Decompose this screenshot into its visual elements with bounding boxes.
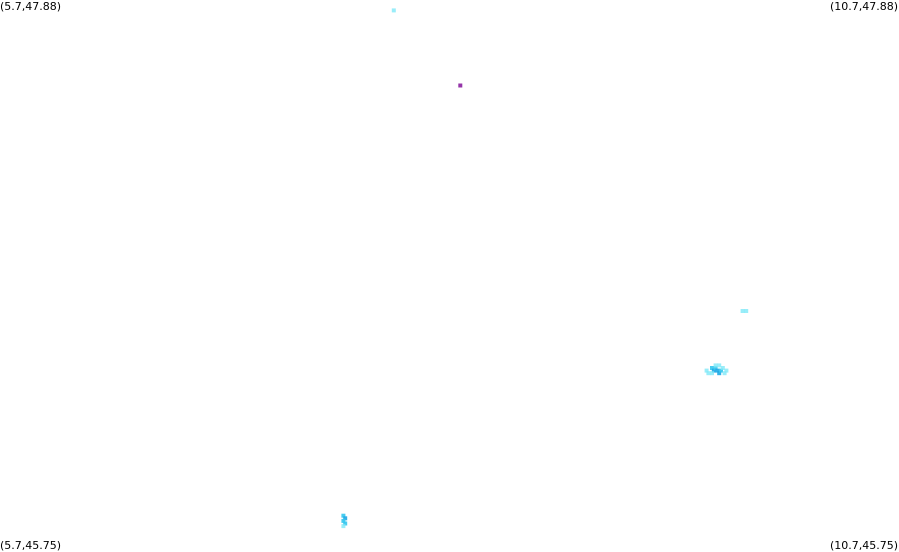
corner-label-bottom-right: (10.7,45.75)	[829, 539, 898, 552]
map-point	[719, 368, 723, 373]
map-point	[713, 363, 718, 368]
map-point	[722, 371, 727, 376]
map-point	[724, 368, 729, 373]
map-point	[713, 366, 718, 370]
map-point	[704, 368, 709, 373]
map-point	[343, 516, 348, 521]
map-point	[341, 518, 346, 523]
map-point	[458, 83, 463, 88]
corner-label-top-right: (10.7,47.88)	[829, 0, 898, 13]
map-point	[706, 371, 711, 376]
map-point	[341, 524, 346, 529]
map-point	[740, 309, 745, 313]
map-point	[711, 368, 716, 373]
map-point	[710, 371, 714, 376]
map-point	[744, 309, 749, 313]
map-point	[720, 366, 725, 370]
map-point	[710, 366, 714, 370]
map-point	[717, 363, 722, 368]
map-point	[343, 521, 348, 526]
map-point	[391, 8, 396, 13]
corner-label-top-left: (5.7,47.88)	[0, 0, 62, 13]
map-point	[717, 371, 722, 376]
map-point	[715, 368, 720, 373]
corner-label-bottom-left: (5.7,45.75)	[0, 539, 62, 552]
map-point	[341, 513, 346, 518]
